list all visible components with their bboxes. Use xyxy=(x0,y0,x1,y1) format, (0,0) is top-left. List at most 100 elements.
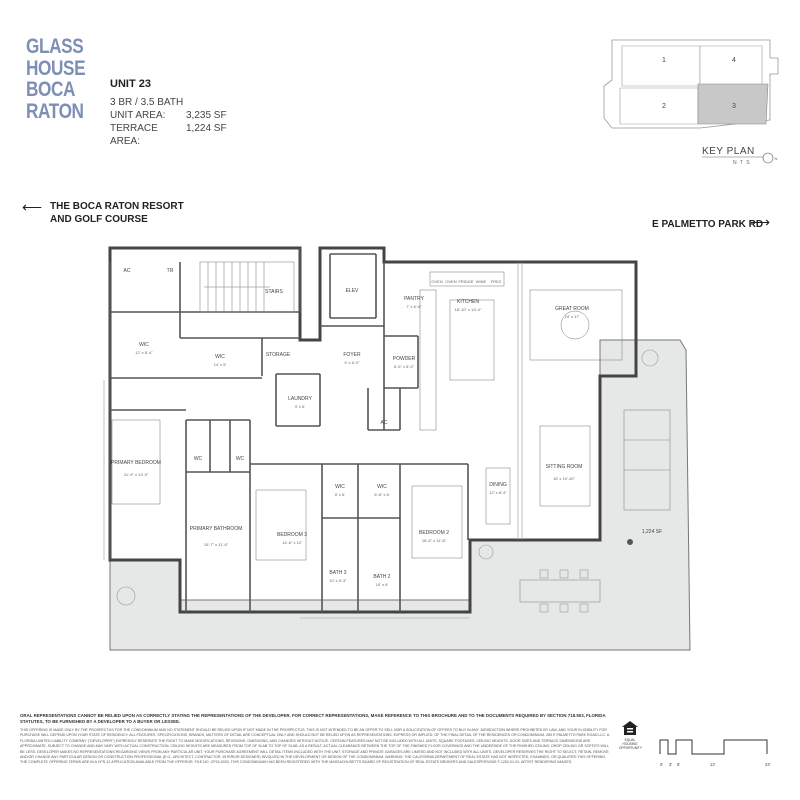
dining-dim: 12' x 8'-4" xyxy=(489,490,507,495)
wic-dim: 6'-6" x 6' xyxy=(374,492,389,497)
appliance-label: WINE xyxy=(476,279,487,284)
bath3-dim: 10' x 5'-3" xyxy=(329,578,347,583)
appliance-label: FREZ xyxy=(491,279,502,284)
exterior-walls xyxy=(108,246,638,614)
wic-dim: 14' x 5' xyxy=(214,362,227,367)
key-plan-label: KEY PLAN xyxy=(702,146,755,157)
key-plan-label-1: 1 xyxy=(662,57,666,64)
wc-label: WC xyxy=(194,456,203,462)
ac-label: AC xyxy=(124,268,131,274)
wic-label: WIC xyxy=(215,354,225,360)
wic-label: WIC xyxy=(377,484,387,490)
key-plan-label-2: 2 xyxy=(662,103,666,110)
great-room-furniture xyxy=(529,289,623,361)
plant-icon xyxy=(641,349,659,367)
great-room-label: GREAT ROOM xyxy=(555,306,589,312)
scale-label: 3' xyxy=(669,762,673,767)
bath2-label: BATH 2 xyxy=(373,574,390,580)
scale-bar xyxy=(659,739,768,755)
bedroom3-dim: 14'-6" x 12' xyxy=(282,540,302,545)
ac-label: AC xyxy=(381,420,388,426)
disclaimer-body: THIS OFFERING IS MADE ONLY BY THE PROSPE… xyxy=(20,728,610,765)
key-plan-unit-3 xyxy=(697,83,769,125)
arrow-right-icon: ⟶ xyxy=(750,214,771,230)
foyer-dim: 9' x 6'-9" xyxy=(344,360,360,365)
terrace-area-value: 1,224 SF xyxy=(186,123,227,134)
wic-label: WIC xyxy=(335,484,345,490)
bath3-label: BATH 3 xyxy=(329,570,346,576)
north-label: N xyxy=(775,156,778,161)
scale-label: 6' xyxy=(677,762,681,767)
logo-line: HOUSE xyxy=(26,56,86,80)
storage-label: STORAGE xyxy=(266,352,291,358)
dining-table xyxy=(485,467,511,525)
plant-icon xyxy=(116,586,136,606)
glass-house-logo: GLASS HOUSE BOCA RATON xyxy=(26,36,87,122)
appliance-label: OVEN xyxy=(431,279,442,284)
logo-line: BOCA xyxy=(26,78,76,101)
wic-label: WIC xyxy=(139,342,149,348)
north-arrow-icon xyxy=(762,152,774,164)
unit-info: UNIT 23 3 BR / 3.5 BATH UNIT AREA: 3,235… xyxy=(110,78,227,148)
pantry-label: PANTRY xyxy=(404,296,424,302)
interior-walls xyxy=(109,248,469,612)
tr-label: TR xyxy=(167,268,174,274)
direction-left-line1: THE BOCA RATON RESORT xyxy=(50,201,184,212)
bedroom2-label: BEDROOM 2 xyxy=(419,530,449,536)
direction-right: E PALMETTO PARK RD xyxy=(652,219,764,230)
stairs-label: STAIRS xyxy=(265,289,283,295)
primary-bathroom-dim: 15'-7" x 11'-6" xyxy=(204,542,229,547)
kitchen-dim: 18'-10" x 14'-4" xyxy=(455,307,482,312)
dining-label: DINING xyxy=(489,482,507,488)
unit-beds-baths: 3 BR / 3.5 BATH xyxy=(110,97,184,108)
glass-lines xyxy=(103,262,523,619)
equal-housing-text: EQUAL HOUSING OPPORTUNITY xyxy=(619,738,642,750)
primary-bedroom-dim: 21'-9" x 13'-9" xyxy=(124,472,149,477)
laundry-dim: 9' x 6' xyxy=(295,404,305,409)
bedroom2-dim: 16'-6" x 11'-8" xyxy=(422,538,447,543)
unit-name: UNIT 23 xyxy=(110,78,151,90)
bedroom3-label: BEDROOM 3 xyxy=(277,532,307,538)
great-room-dim: 24' x 17' xyxy=(565,314,580,319)
floor-plan: 1 4 2 3 N 1,224 SF xyxy=(103,39,779,651)
sitting-room-dim: 15' x 10'-10" xyxy=(553,476,575,481)
direction-left-line2: AND GOLF COURSE xyxy=(50,214,148,225)
key-plan-nts: N T S xyxy=(733,160,751,166)
kitchen-label: KITCHEN xyxy=(457,299,479,305)
powder-label: POWDER xyxy=(393,356,416,362)
lounge-chairs xyxy=(623,409,671,511)
key-plan-label-3: 3 xyxy=(732,103,736,110)
scale-label: 12' xyxy=(710,762,716,767)
terrace-area-label: TERRACE AREA: xyxy=(110,123,158,147)
sitting-room-label: SITTING ROOM xyxy=(546,464,583,470)
appliance-label: OVEN xyxy=(445,279,456,284)
terrace-area-row: TERRACE AREA: 1,224 SF xyxy=(110,122,227,148)
bath2-dim: 10' x 6' xyxy=(376,582,389,587)
powder-dim: 6'-5" x 6'-3" xyxy=(394,364,415,369)
terrace-table xyxy=(519,579,601,603)
arrow-left-icon: ⟵ xyxy=(22,199,43,215)
foyer-label: FOYER xyxy=(343,352,361,358)
stairs xyxy=(199,261,295,313)
primary-bathroom-label: PRIMARY BATHROOM xyxy=(190,526,243,532)
elev-label: ELEV xyxy=(346,288,359,294)
scale-label: 0' xyxy=(660,762,664,767)
logo-line: RATON xyxy=(26,99,84,123)
appliance-label: FRIDGE xyxy=(458,279,473,284)
key-plan-label-4: 4 xyxy=(732,57,736,64)
equal-housing-icon xyxy=(622,721,638,735)
primary-bedroom-label: PRIMARY BEDROOM xyxy=(111,460,161,466)
laundry-label: LAUNDRY xyxy=(288,396,312,402)
terrace-marker xyxy=(627,539,633,545)
logo-line: GLASS xyxy=(26,35,84,58)
unit-area-value: 3,235 SF xyxy=(186,110,227,121)
scale-label: 24' xyxy=(765,762,771,767)
disclaimer-bold: ORAL REPRESENTATIONS CANNOT BE RELIED UP… xyxy=(20,713,606,725)
sitting-room-furniture xyxy=(539,425,591,507)
pantry-dim: 7' x 6'-8" xyxy=(406,304,422,309)
beds xyxy=(111,419,463,561)
unit-area-row: UNIT AREA: 3,235 SF xyxy=(110,109,227,122)
wic-dim: 12' x 8'-4" xyxy=(135,350,153,355)
unit-area-label: UNIT AREA: xyxy=(110,110,166,121)
key-plan: 1 4 2 3 N xyxy=(603,39,779,164)
